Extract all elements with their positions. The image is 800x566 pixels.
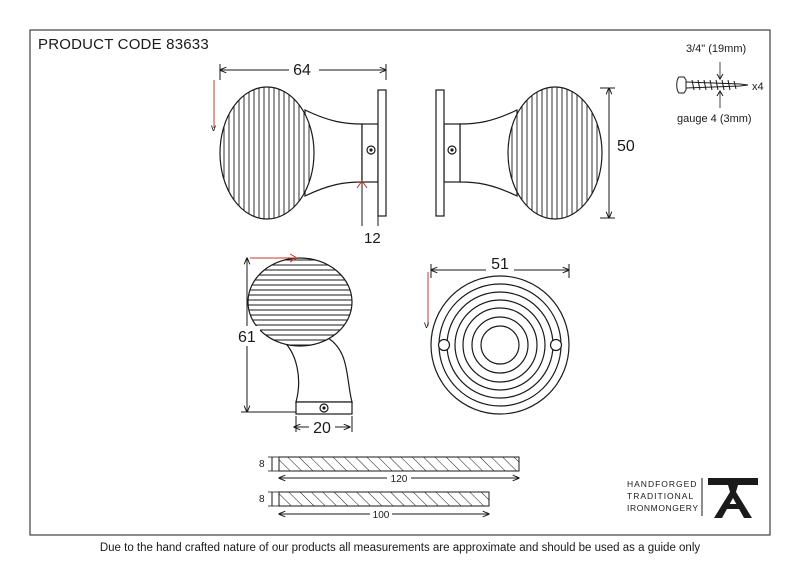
dim-label-20: 20 bbox=[313, 420, 331, 437]
brand-line-1: HANDFORGED bbox=[627, 479, 697, 489]
product-code: PRODUCT CODE 83633 bbox=[38, 36, 209, 53]
knob-side-view-right bbox=[435, 86, 603, 220]
screw-gauge-label: gauge 4 (3mm) bbox=[677, 113, 752, 125]
dimension-line-12 bbox=[361, 182, 379, 226]
disclaimer-text: Due to the hand crafted nature of our pr… bbox=[99, 542, 701, 554]
dim-label-8-short: 8 bbox=[259, 494, 265, 505]
rose-front-view bbox=[430, 275, 570, 415]
screw-length-label: 3/4" (19mm) bbox=[686, 43, 746, 55]
brand-line-3: IRONMONGERY bbox=[627, 503, 699, 513]
dim-label-51: 51 bbox=[491, 256, 509, 273]
svg-text:v: v bbox=[424, 320, 429, 331]
knob-top-view bbox=[247, 257, 353, 415]
anvil-a-logo-icon bbox=[708, 478, 758, 518]
drawing-border bbox=[29, 29, 771, 536]
svg-text:v: v bbox=[211, 123, 216, 134]
dim-label-8-long: 8 bbox=[259, 459, 265, 470]
knob-side-view-left bbox=[219, 86, 387, 220]
spindle-long bbox=[268, 456, 519, 478]
screw-quantity-label: x4 bbox=[752, 81, 764, 93]
dim-label-50: 50 bbox=[617, 138, 635, 155]
dim-label-12: 12 bbox=[364, 230, 381, 247]
dimension-line-50 bbox=[600, 88, 615, 218]
dim-label-61: 61 bbox=[238, 329, 256, 346]
screw-icon bbox=[676, 62, 749, 108]
dim-label-64: 64 bbox=[293, 62, 311, 79]
dim-label-120: 120 bbox=[391, 474, 408, 485]
dim-label-100: 100 bbox=[373, 510, 390, 521]
brand-line-2: TRADITIONAL bbox=[627, 491, 694, 501]
